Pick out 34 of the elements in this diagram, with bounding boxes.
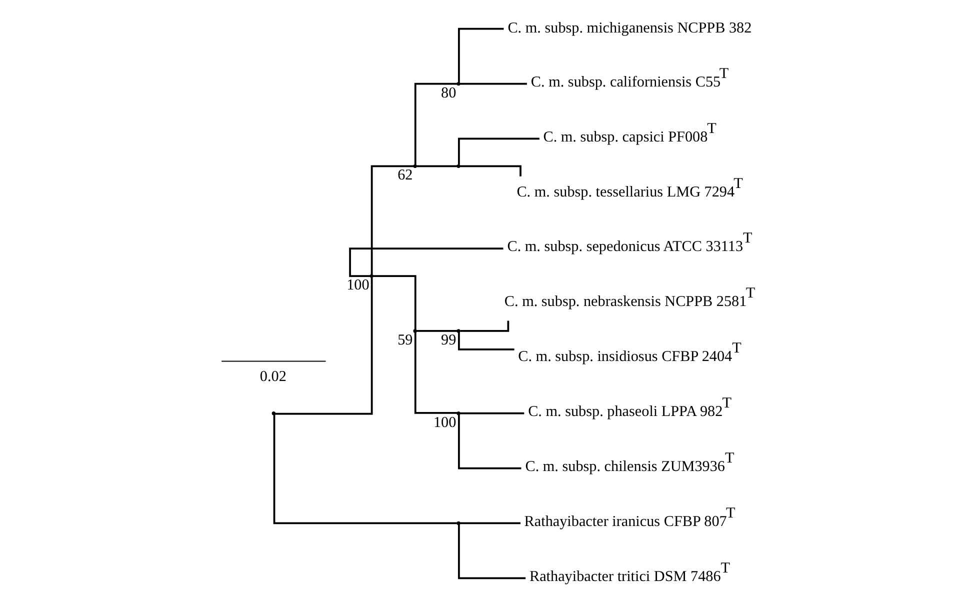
node-point: [456, 521, 460, 526]
connector: [274, 278, 372, 415]
connector: [348, 248, 503, 277]
connector: [458, 332, 514, 350]
node-point: [456, 412, 460, 416]
node-label: 59: [397, 331, 412, 348]
connector: [458, 28, 504, 82]
connector: [458, 138, 539, 165]
connector: [414, 332, 457, 414]
label: 0.02: [259, 368, 286, 385]
node-point: [456, 82, 460, 86]
connector: [272, 414, 456, 524]
node-point: [456, 164, 460, 168]
connector: [460, 82, 526, 85]
connector: [460, 412, 524, 414]
connector: [416, 165, 457, 168]
connector: [458, 524, 526, 580]
node-text: C. m. subsp. michiganensis NCPPB 382: [507, 19, 752, 36]
node-point: [412, 164, 416, 168]
node-point: [369, 274, 373, 278]
node-label: 99: [440, 331, 456, 348]
node-point: [456, 329, 460, 333]
node-label: 100: [346, 276, 369, 294]
node-label: 62: [397, 166, 412, 184]
connector: [416, 330, 457, 332]
node-label: 80: [440, 84, 456, 102]
connector: [458, 414, 521, 470]
connector: [460, 522, 520, 524]
connector: [372, 275, 416, 330]
node-point: [271, 412, 275, 416]
node-label: 100: [432, 414, 456, 431]
connector: [414, 82, 457, 165]
node-point: [412, 329, 416, 333]
connector: [370, 165, 414, 274]
